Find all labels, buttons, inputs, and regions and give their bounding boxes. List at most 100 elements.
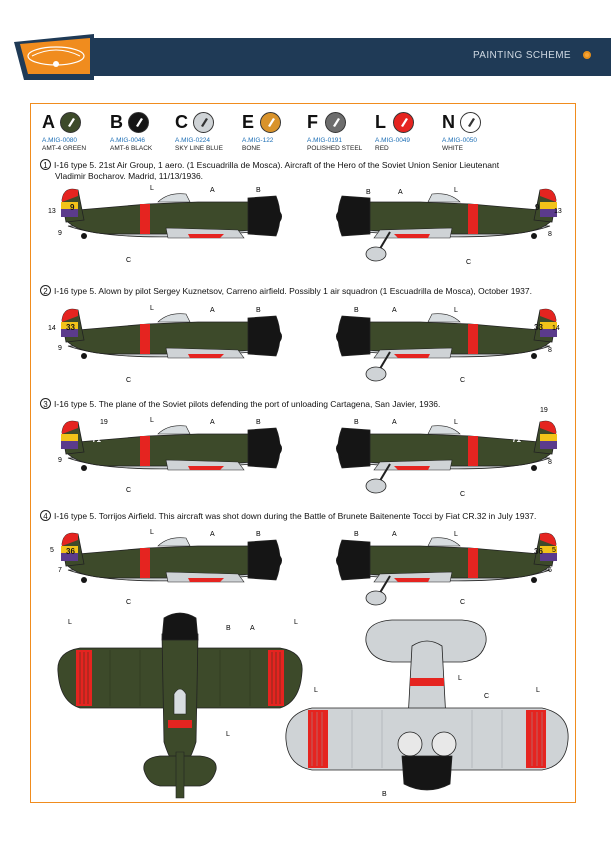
callout-c: C	[460, 377, 465, 384]
brand-logo	[14, 34, 94, 80]
callout-lower: 9	[58, 457, 62, 464]
brush-icon	[401, 118, 408, 127]
paint-f: F A.MIG-0191 POLISHED STEEL	[307, 112, 382, 156]
callout-tail: 19	[540, 407, 548, 414]
bottom-view-lower: L L C L B	[285, 619, 569, 798]
scheme-text-line2: Vladimir Bocharov. Madrid, 11/13/1936.	[55, 171, 204, 181]
callout-a: A	[392, 307, 397, 314]
tail-number: 71	[512, 435, 521, 444]
callout-lower: 9	[58, 345, 62, 352]
paint-a: A A.MIG-0080 AMT-4 GREEN	[42, 112, 117, 156]
tail-number: 33	[66, 323, 75, 332]
header-dot-icon	[583, 51, 591, 59]
paint-name: AMT-4 GREEN	[42, 145, 87, 152]
callout-l: L	[454, 531, 458, 538]
scheme-text: I-16 type 5. 21st Air Group, 1 aero. (1 …	[54, 160, 500, 170]
page-header: PAINTING SCHEME	[0, 34, 611, 80]
callout-tail: 14	[48, 325, 56, 332]
paint-code: A.MIG-122	[242, 137, 274, 144]
paint-b: B A.MIG-0046 AMT-6 BLACK	[110, 112, 185, 156]
callout-lower: 8	[548, 459, 552, 466]
paint-letter: B	[110, 112, 123, 132]
callout-b: B	[256, 187, 261, 194]
callout-tail: 13	[48, 208, 56, 215]
paint-legend: A A.MIG-0080 AMT-4 GREEN B A.MIG-0046 AM…	[42, 112, 572, 156]
callout-l: L	[454, 419, 458, 426]
scheme-3-right-profile: 71 19 8 B A L C	[330, 407, 570, 498]
tail-number: 9	[70, 203, 75, 212]
scheme-text: I-16 type 5. Alown by pilot Sergey Kuzne…	[54, 286, 532, 296]
callout-tail: 13	[554, 208, 562, 215]
brush-icon	[201, 118, 208, 127]
callout-l: L	[458, 675, 462, 682]
callout-c: C	[484, 693, 489, 700]
paint-code: A.MIG-0080	[42, 137, 78, 144]
paint-name: AMT-6 BLACK	[110, 145, 153, 152]
paint-name: RED	[375, 145, 389, 152]
callout-l: L	[150, 185, 154, 192]
callout-b: B	[256, 307, 261, 314]
callout-a: A	[392, 419, 397, 426]
callout-a: A	[398, 189, 403, 196]
scheme-number: 4	[40, 510, 51, 521]
brush-icon	[268, 118, 275, 127]
brush-icon	[333, 118, 340, 127]
paint-code: A.MIG-0050	[442, 137, 478, 144]
tail-number: 33	[534, 323, 543, 332]
paint-n: N A.MIG-0050 WHITE	[442, 112, 517, 156]
callout-a: A	[210, 187, 215, 194]
callout-lower: 6	[548, 567, 552, 574]
callout-a: A	[392, 531, 397, 538]
tail-number: 36	[66, 547, 75, 556]
callout-a: A	[210, 531, 215, 538]
tail-number: 71	[92, 435, 101, 444]
callout-lower: 8	[548, 231, 552, 238]
callout-b: B	[366, 189, 371, 196]
callout-lower: 8	[548, 347, 552, 354]
callout-l: L	[68, 619, 72, 626]
callout-l: L	[226, 731, 230, 738]
callout-l: L	[314, 687, 318, 694]
tail-number: 36	[534, 547, 543, 556]
scheme-1-left-profile: 9 13 9 L A B C	[48, 185, 283, 264]
paint-letter: A	[42, 112, 55, 132]
callout-lower: 7	[58, 567, 62, 574]
callout-lower: 9	[58, 230, 62, 237]
paint-letter: F	[307, 112, 318, 132]
scheme-3-left-profile: 71 19 9 L A B C	[58, 417, 283, 494]
paint-code: A.MIG-0224	[175, 137, 211, 144]
callout-c: C	[460, 491, 465, 498]
content-frame	[30, 103, 576, 803]
callout-a: A	[210, 419, 215, 426]
callout-l: L	[150, 529, 154, 536]
callout-b: B	[256, 531, 261, 538]
callout-b: B	[382, 791, 387, 798]
callout-b: B	[354, 531, 359, 538]
scheme-1-right-profile: 9 13 8 B A L C	[330, 187, 562, 266]
callout-l: L	[454, 307, 458, 314]
scheme-number: 1	[40, 159, 51, 170]
paint-c: C A.MIG-0224 SKY LINE BLUE	[175, 112, 250, 156]
callout-tail: 5	[552, 547, 556, 554]
scheme-2-left-profile: 33 14 9 L A B C	[48, 305, 283, 384]
scheme-text: I-16 type 5. Torrijos Airfield. This air…	[54, 511, 537, 521]
callout-c: C	[466, 259, 471, 266]
callout-l: L	[454, 187, 458, 194]
callout-b: B	[354, 419, 359, 426]
paint-name: WHITE	[442, 145, 463, 152]
callout-b: B	[256, 419, 261, 426]
paint-letter: L	[375, 112, 386, 132]
callout-tail: 5	[50, 547, 54, 554]
brush-icon	[468, 118, 475, 127]
scheme-2-right-profile: 33 14 8 B A L C	[330, 307, 560, 384]
callout-l: L	[536, 687, 540, 694]
paint-letter: E	[242, 112, 255, 132]
callout-c: C	[126, 377, 131, 384]
callout-l: L	[294, 619, 298, 626]
callout-l: L	[150, 305, 154, 312]
paint-name: POLISHED STEEL	[307, 145, 363, 152]
scheme-number: 2	[40, 285, 51, 296]
